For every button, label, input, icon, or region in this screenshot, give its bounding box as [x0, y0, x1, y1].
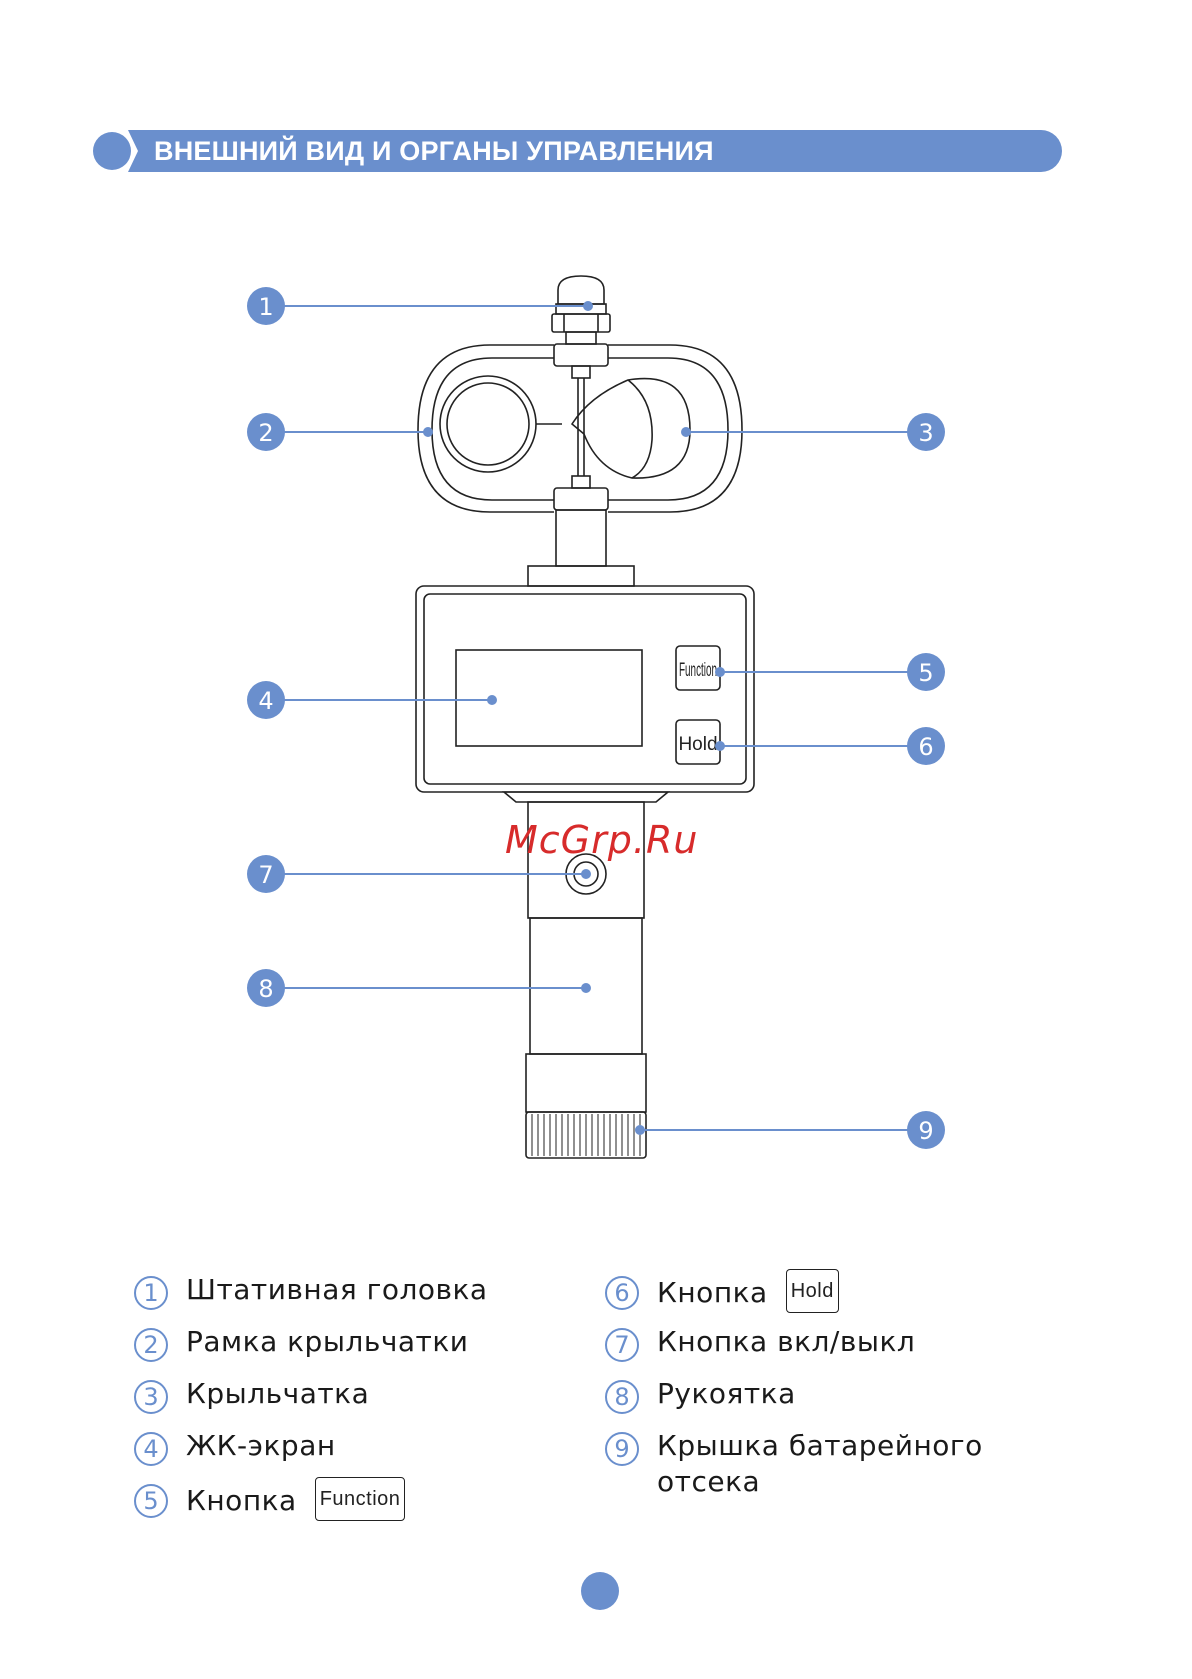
callout-2-label: 2	[258, 419, 273, 447]
legend-left: 1 Штативная головка 2 Рамка крыльчатки 3…	[134, 1272, 488, 1532]
callout-5-label: 5	[918, 659, 933, 687]
legend-text: Штативная головка	[186, 1272, 488, 1308]
legend-item: 6 Кнопка Hold	[605, 1272, 997, 1324]
legend-number: 7	[605, 1328, 639, 1362]
legend-item: 4 ЖК-экран	[134, 1428, 488, 1480]
callout-3-label: 3	[918, 419, 933, 447]
hold-button-label: Hold	[678, 734, 717, 755]
legend-item: 9 Крышка батарейного отсека	[605, 1428, 997, 1508]
impeller	[440, 376, 690, 478]
neck	[528, 510, 634, 586]
legend-number: 9	[605, 1432, 639, 1466]
hold-button-badge: Hold	[786, 1269, 839, 1313]
legend-number: 1	[134, 1276, 168, 1310]
legend-number: 6	[605, 1276, 639, 1310]
legend-right: 6 Кнопка Hold 7 Кнопка вкл/выкл 8 Рукоятк…	[605, 1272, 997, 1508]
legend-text-label: Кнопка	[186, 1484, 297, 1517]
legend-text: ЖК-экран	[186, 1428, 336, 1464]
device-housing	[416, 586, 754, 792]
legend-text: Рукоятка	[657, 1376, 796, 1412]
legend-text: Кнопка вкл/выкл	[657, 1324, 915, 1360]
legend-item: 7 Кнопка вкл/выкл	[605, 1324, 997, 1376]
legend-item: 1 Штативная головка	[134, 1272, 488, 1324]
callout-4-label: 4	[258, 687, 273, 715]
watermark: McGrp.Ru	[505, 818, 698, 862]
battery-cap	[526, 1112, 646, 1158]
legend-number: 2	[134, 1328, 168, 1362]
page-number-dot	[581, 1572, 619, 1610]
legend-number: 8	[605, 1380, 639, 1414]
tripod-head	[552, 276, 610, 366]
callout-6-label: 6	[918, 733, 933, 761]
leader-lines	[266, 302, 926, 1134]
legend-text-label: Кнопка	[657, 1276, 768, 1309]
lcd-screen	[456, 650, 642, 746]
callout-9-label: 9	[918, 1117, 933, 1145]
function-button-badge: Function	[315, 1477, 406, 1521]
legend-number: 5	[134, 1484, 168, 1518]
legend-item: 3 Крыльчатка	[134, 1376, 488, 1428]
legend-text: Крыльчатка	[186, 1376, 369, 1412]
legend-item: 2 Рамка крыльчатки	[134, 1324, 488, 1376]
legend-text: Крышка батарейного отсека	[657, 1428, 997, 1500]
callout-1-label: 1	[258, 293, 273, 321]
legend-item: 5 Кнопка Function	[134, 1480, 488, 1532]
function-button-label: Function	[679, 660, 717, 681]
callout-8-label: 8	[258, 975, 273, 1003]
legend-number: 4	[134, 1432, 168, 1466]
legend-text: Рамка крыльчатки	[186, 1324, 468, 1360]
legend-text: Кнопка Hold	[657, 1272, 839, 1316]
callout-7-label: 7	[258, 861, 273, 889]
legend-item: 8 Рукоятка	[605, 1376, 997, 1428]
impeller-frame	[418, 345, 742, 512]
legend-text: Кнопка Function	[186, 1480, 405, 1524]
legend-number: 3	[134, 1380, 168, 1414]
